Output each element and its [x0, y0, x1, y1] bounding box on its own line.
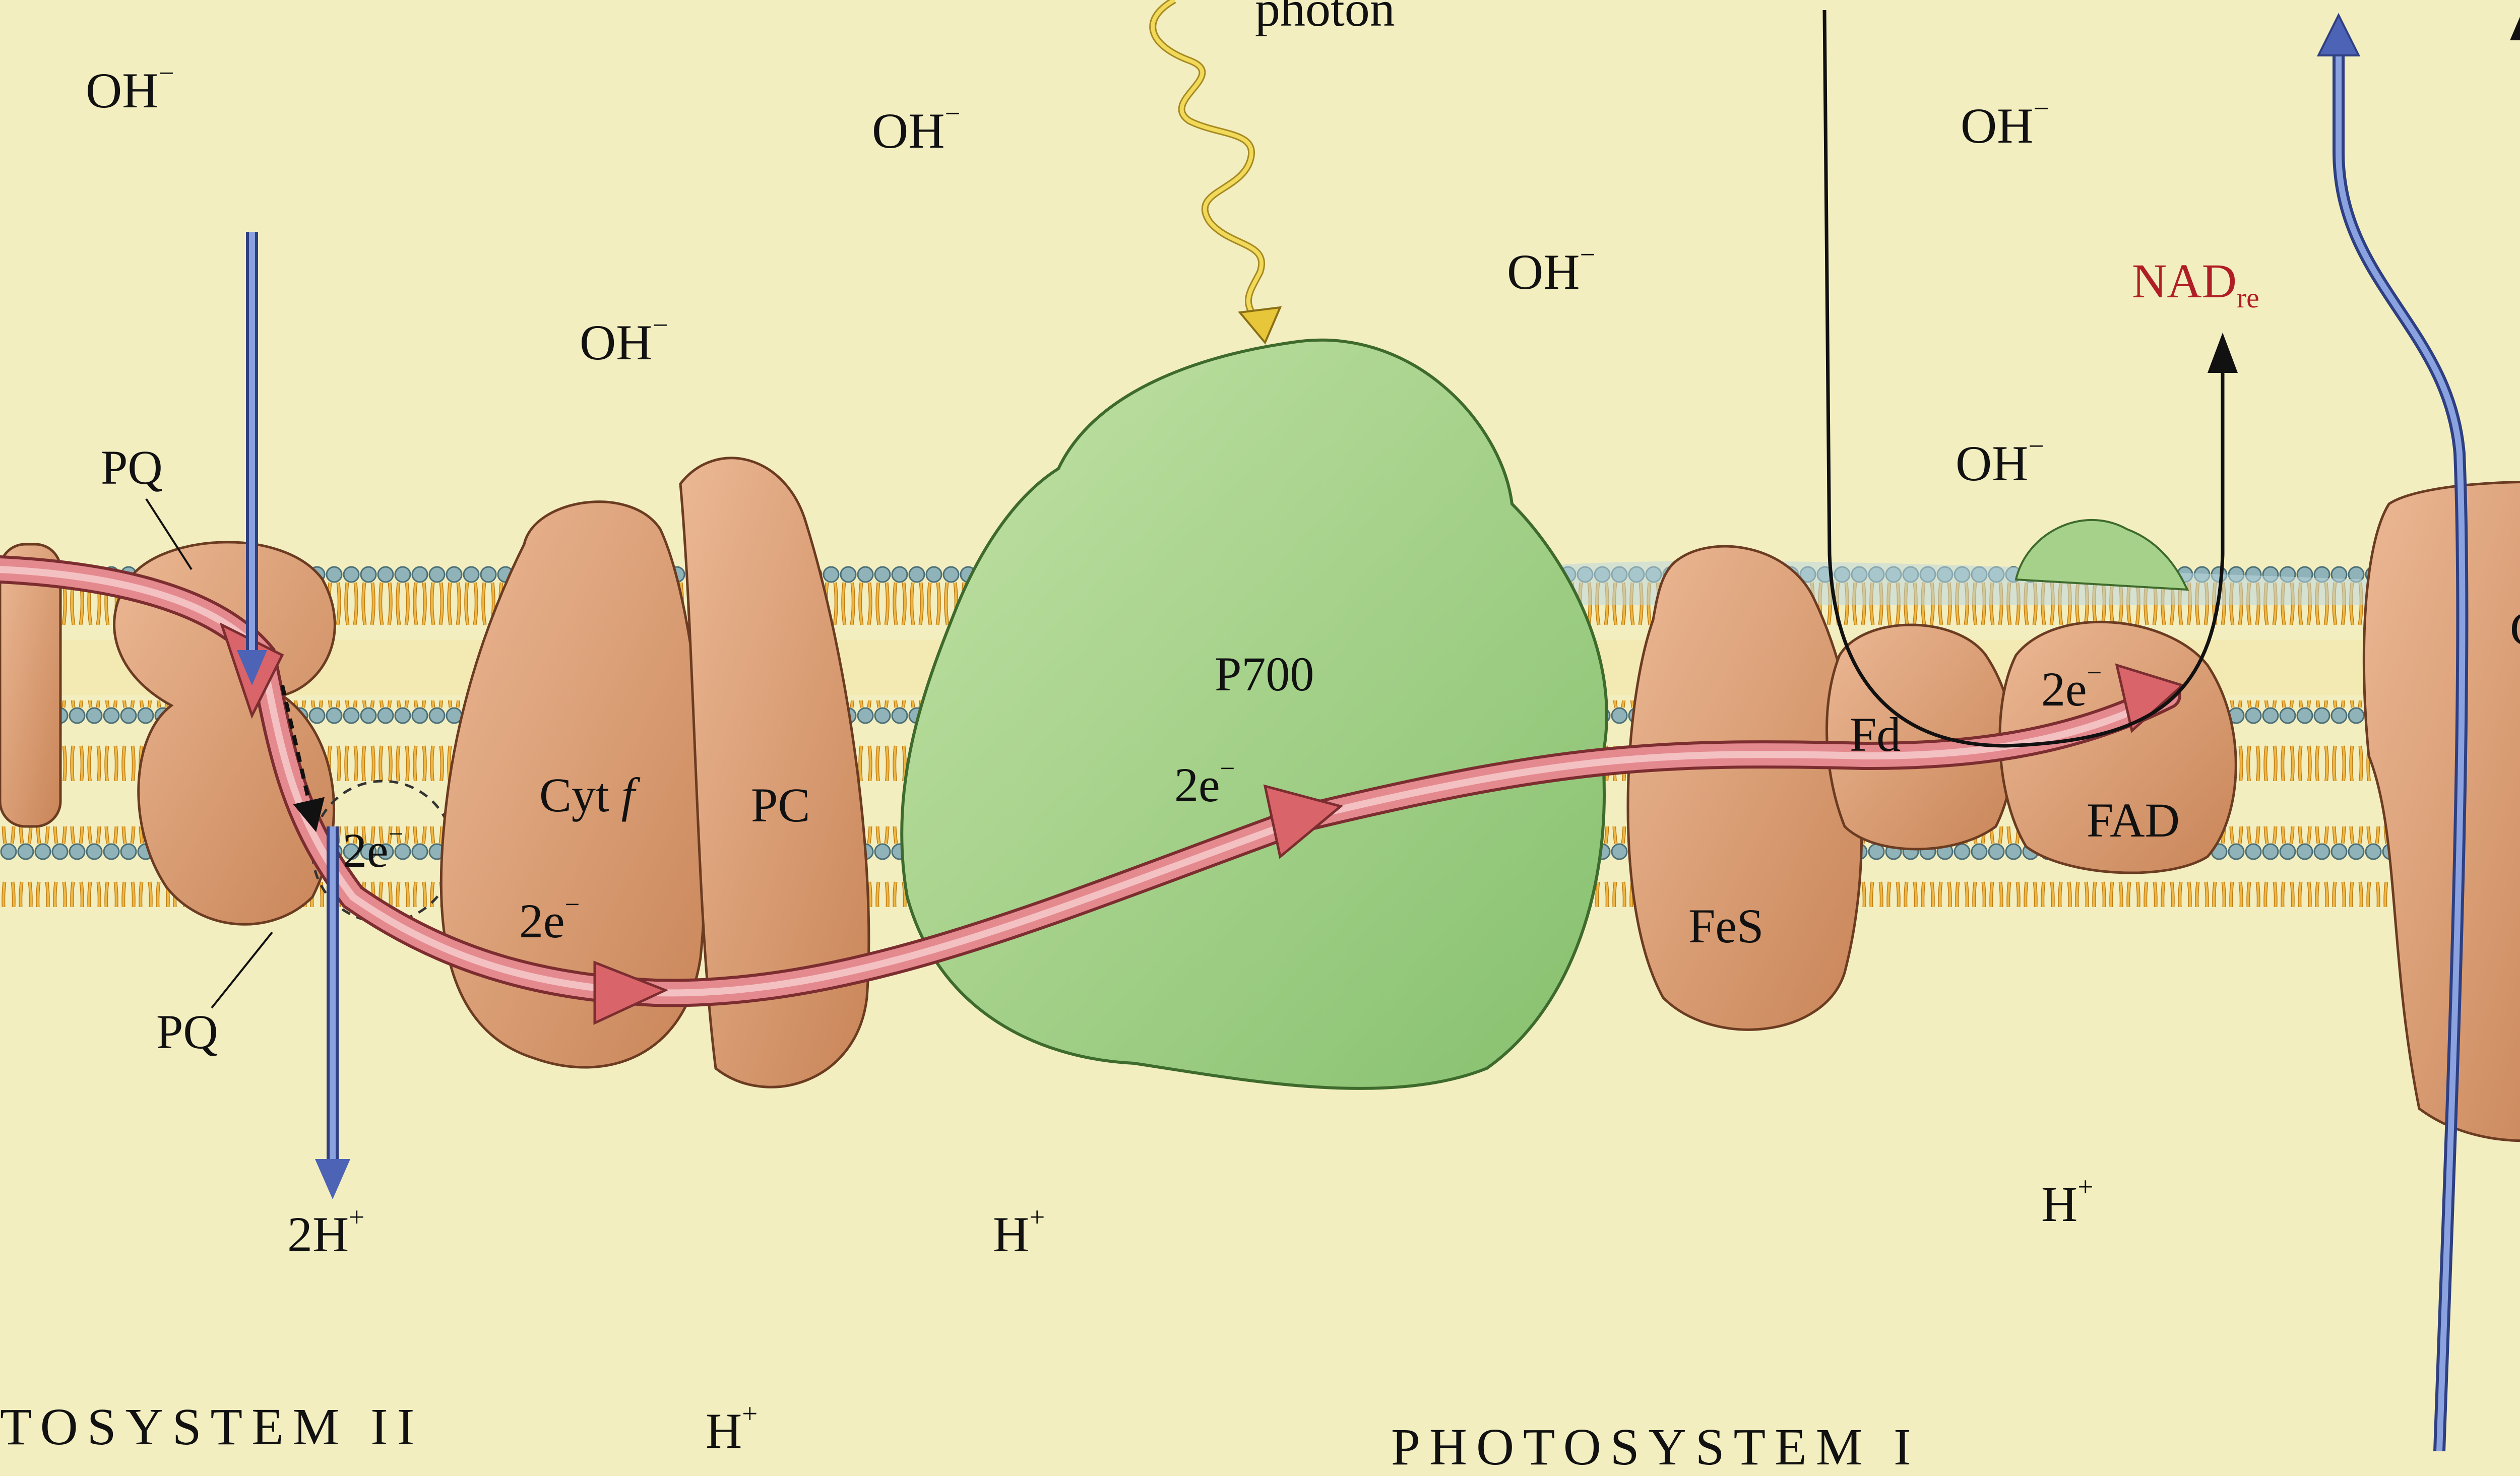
photosystem-2-title: TOSYSTEM II [0, 1401, 423, 1453]
green-cap [2016, 520, 2187, 590]
oh-label-3: OH− [580, 317, 668, 368]
p700-complex [902, 340, 1607, 1088]
cf-label: CF [2510, 605, 2520, 653]
cyt-2e-label: 2e− [519, 897, 580, 945]
fad-label: FAD [2087, 796, 2180, 845]
fad-2e-label: 2e− [2041, 665, 2102, 714]
pq-2e-label: 2e− [343, 826, 403, 875]
fd-label: Fd [1850, 711, 1901, 759]
two-h-plus-label: 2H+ [287, 1209, 364, 1260]
oh-label-2: OH− [872, 106, 960, 156]
nad-label: NADre [2132, 257, 2259, 305]
oh-label-6: OH− [1956, 438, 2044, 489]
photon-label: photon [1255, 0, 1395, 34]
oh-label-5: OH− [1961, 101, 2049, 151]
pq-label-bottom: PQ [156, 1008, 218, 1056]
p700-label: P700 [1215, 650, 1314, 698]
oh-label-1: OH− [86, 66, 174, 116]
h-plus-label-1: H+ [993, 1209, 1045, 1260]
h-plus-label-2: H+ [2041, 1179, 2093, 1230]
cf-protein [2364, 482, 2520, 1140]
oh-label-4: OH− [1507, 247, 1595, 297]
h-plus-label-3: H+ [706, 1406, 758, 1456]
pq-label-top: PQ [101, 443, 163, 492]
cyt-f-label: Cyt f [539, 771, 635, 819]
p700-2e-label: 2e− [1174, 761, 1235, 809]
photosystem-1-title: PHOTOSYSTEM I [1391, 1421, 1920, 1473]
fes-label: FeS [1688, 902, 1763, 950]
pc-label: PC [751, 781, 810, 829]
